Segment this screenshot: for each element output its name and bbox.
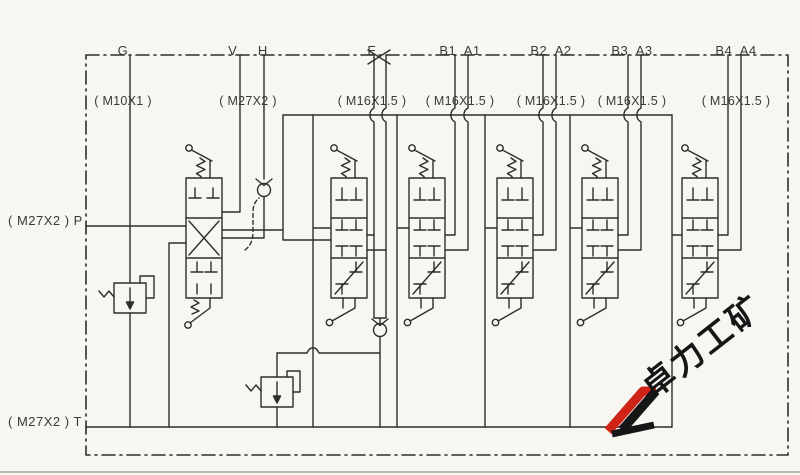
port-stem-B2A2 (532, 54, 557, 251)
check-valve-2 (371, 318, 389, 428)
port-name-E: E (367, 43, 377, 58)
valve-section-2 (325, 144, 368, 327)
bypass-rail (221, 114, 683, 428)
port-thread-VH: ( M27X2 ) (219, 94, 277, 108)
port-label-B4A4: B4 A4 ( M16X1.5 ) (702, 8, 771, 144)
relief-valve-2 (245, 352, 301, 428)
port-label-B2A2: B2 A2 ( M16X1.5 ) (517, 8, 586, 144)
scan-edge (0, 471, 800, 473)
relief-valve-1 (98, 275, 155, 428)
valve-section-3 (403, 144, 446, 327)
valve1-return-line (168, 242, 187, 428)
port-thread-B3A3: ( M16X1.5 ) (597, 94, 667, 108)
valve-section-5 (576, 144, 619, 327)
gallery-line (276, 347, 381, 354)
port-label-B1A1: B1 A1 ( M16X1.5 ) (426, 8, 495, 144)
port-name-VH: V H (228, 43, 268, 58)
port-label-E: E ( M16X1.5 ) (338, 8, 407, 144)
check-valve-1 (221, 178, 273, 239)
port-thread-B1A1: ( M16X1.5 ) (425, 94, 495, 108)
port-stem-E (366, 49, 391, 324)
port-stem-B4A4 (717, 54, 742, 251)
valve-section-6 (676, 144, 719, 327)
port-name-B1A1: B1 A1 (439, 43, 481, 58)
port-stem-B1A1 (444, 54, 469, 251)
port-label-P: ( M27X2 ) P (8, 213, 83, 228)
port-thread-B4A4: ( M16X1.5 ) (701, 94, 771, 108)
port-thread-E: ( M16X1.5 ) (337, 94, 407, 108)
port-stem-V (221, 54, 241, 213)
port-name-B4A4: B4 A4 (715, 43, 757, 58)
port-label-T: ( M27X2 ) T (8, 414, 82, 429)
section-loops (312, 114, 583, 428)
valve-section-4 (491, 144, 534, 327)
port-thread-G: ( M10X1 ) (94, 94, 152, 108)
enclosure-border (85, 54, 789, 456)
valve-section-1 (184, 144, 223, 329)
port-label-B3A3: B3 A3 ( M16X1.5 ) (598, 8, 667, 144)
port-label-G: G ( M10X1 ) (94, 8, 152, 144)
port-name-B3A3: B3 A3 (611, 43, 653, 58)
port-name-G: G (117, 43, 129, 58)
port-stem-B3A3 (617, 54, 642, 251)
watermark-logo (604, 386, 660, 438)
port-label-VH: V H ( M27X2 ) (219, 8, 277, 144)
port-thread-B2A2: ( M16X1.5 ) (516, 94, 586, 108)
pilot-line (244, 197, 260, 251)
port-name-B2A2: B2 A2 (530, 43, 572, 58)
